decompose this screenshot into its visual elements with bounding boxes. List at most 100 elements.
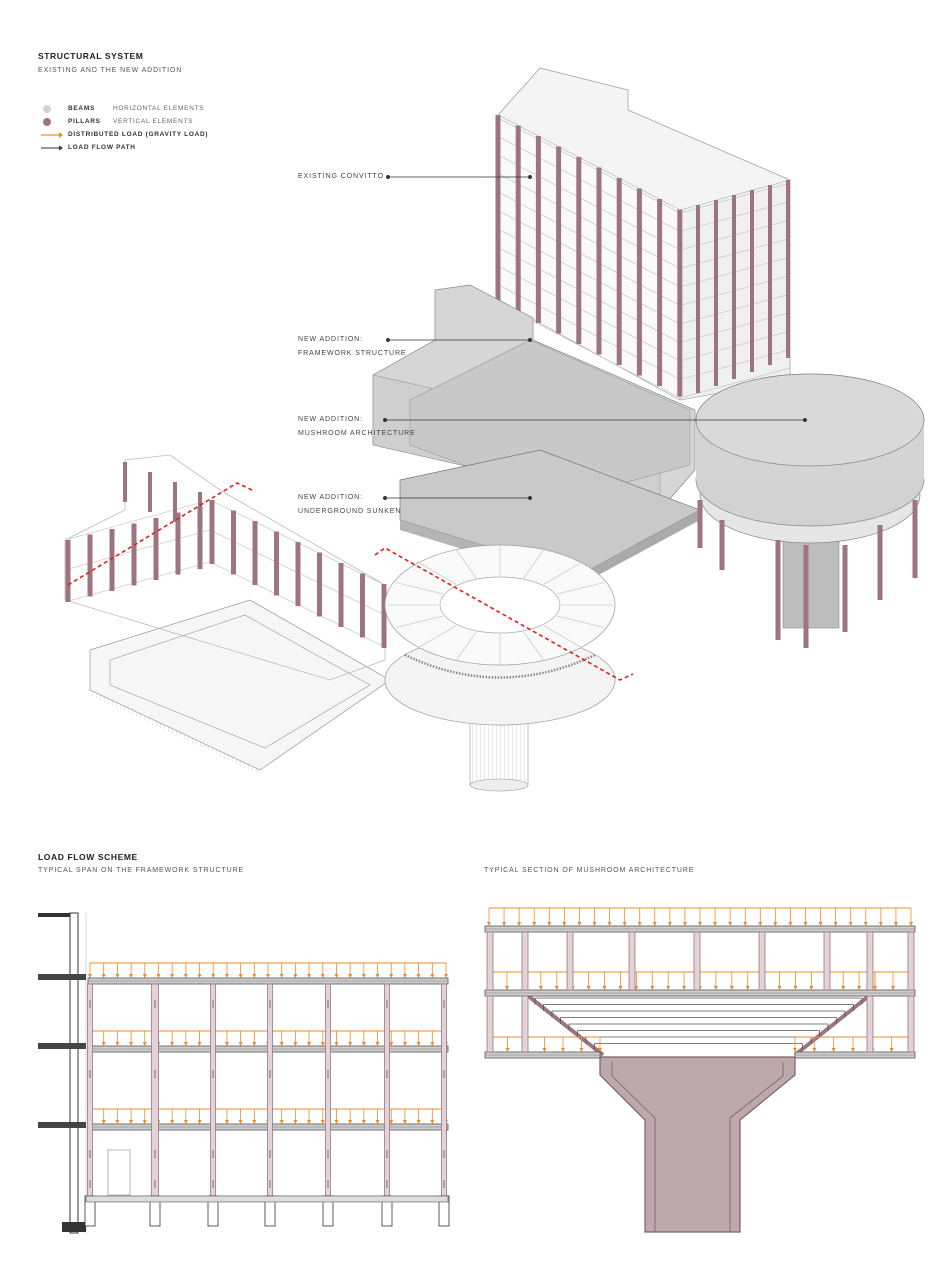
load-arrow-head [728,922,733,926]
load-arrow-head [101,1042,106,1046]
load-arrow-head [831,1048,836,1052]
load-arrow-head [320,1042,325,1046]
mushroom-column [486,931,494,991]
tower-pillar [556,146,562,334]
load-arrow-head [713,986,718,990]
load-arrow-head [375,1042,380,1046]
mushroom-rib [419,562,457,585]
load-arrow-head [334,974,339,978]
framework-pillar [381,584,387,648]
load-arrow-head [361,1120,366,1124]
load-arrow-head [586,986,591,990]
load-arrow-head [878,922,883,926]
mushroom-pillar [803,545,809,648]
load-arrow-head [115,1042,120,1046]
tower-pillar [677,209,683,397]
load-arrow-head [788,922,793,926]
mushroom-rib [456,550,477,579]
load-arrow-head [293,1120,298,1124]
load-arrow-head [170,1120,175,1124]
load-arrow-head [224,1120,229,1124]
load-arrow-head [542,1048,547,1052]
loadflow-subtitle-left: TYPICAL SPAN ON THE FRAMEWORK STRUCTURE [38,867,245,874]
load-arrow-head [618,986,623,990]
dashed-arrow-icon [41,145,63,151]
mushroom-column [521,995,529,1053]
load-arrow-head [487,922,491,926]
mushroom-column [486,995,494,1053]
load-arrow-head [698,922,702,926]
load-arrow-head [857,986,862,990]
load-arrow-head [129,1042,134,1046]
tower-pillar [515,125,521,313]
load-arrow-head [88,974,92,978]
load-arrow-head [889,1048,894,1052]
load-arrow-head [348,974,353,978]
load-arrow-head [416,1120,421,1124]
load-arrow-head [554,986,559,990]
load-arrow-head [602,986,607,990]
mushroom-rib [523,550,544,579]
tower-pillar [657,199,663,386]
load-arrow-head [444,974,448,978]
load-arrow-head [650,986,655,990]
mushroom-column [866,931,874,991]
label-existing-convitto: EXISTING CONVITTO [298,173,384,180]
load-arrow-head [848,922,853,926]
load-arrow-head [729,986,734,990]
load-arrow-head [101,974,106,978]
framework-pillar [338,563,344,627]
load-arrow-head [579,1048,584,1052]
load-arrow-head [348,1120,353,1124]
tower-pillar [750,190,754,372]
load-arrow-head [170,974,175,978]
framework-pillar [209,500,215,564]
load-arrow-head [430,1120,435,1124]
load-arrow-head [833,922,838,926]
mushroom-column [693,931,701,991]
framework-pillar [198,492,202,532]
load-arrow-head [334,1042,339,1046]
framework-pillar [148,472,152,512]
mushroom-pillar [697,500,703,548]
load-arrow-head [115,974,120,978]
mushroom-rib [395,615,443,628]
load-arrow-head [517,922,522,926]
framework-pillar [65,540,71,602]
load-arrow-head [841,986,846,990]
load-arrow-head [279,974,284,978]
tower-pillar [732,195,736,379]
load-arrow-head [375,974,380,978]
load-arrow-head [142,974,147,978]
load-arrow-head [389,1120,394,1124]
load-arrow-head [667,922,672,926]
load-arrow-head [156,974,161,978]
mushroom-pillar [842,545,848,632]
load-arrow-head [320,1120,325,1124]
structural-title: STRUCTURAL SYSTEM [38,51,144,61]
load-arrow-head [809,986,814,990]
load-arrow-head [307,1120,312,1124]
mushroom-column [907,995,915,1053]
load-arrow-head [430,974,435,978]
mushroom-column [566,931,574,991]
load-arrow-head [307,1042,312,1046]
load-arrow-head [547,922,552,926]
load-arrow-head [863,922,868,926]
annotation-leaders [383,175,807,500]
load-arrow-head [142,1120,147,1124]
tower-pillar [768,185,772,365]
tower-pillar [495,115,501,302]
label-sunken-line2: UNDERGROUND SUNKEN [298,508,402,515]
tower-pillar [596,167,602,355]
tower-floor-beam [497,302,791,399]
load-arrow-head [891,986,895,990]
load-arrow-head [652,922,657,926]
mushroom-pillar [775,540,781,640]
framework-pillar [317,552,322,617]
structural-subtitle: EXISTING AND THE NEW ADDITION [38,67,183,74]
tower-pillar [696,205,700,393]
load-arrow-head [416,1042,421,1046]
